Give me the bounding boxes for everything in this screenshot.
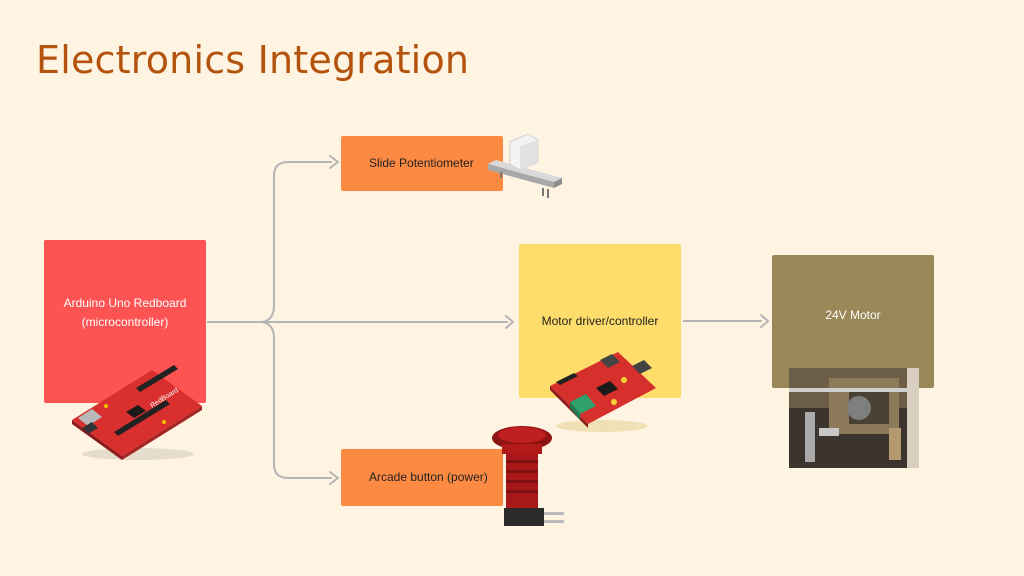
arduino-node: Arduino Uno Redboard (microcontroller) [44, 240, 206, 403]
motor-photo [789, 368, 919, 468]
page-title: Electronics Integration [36, 38, 470, 82]
redboard-photo: RedBoard [72, 365, 202, 460]
slide-potentiometer-photo [488, 133, 562, 198]
arrowhead-driver [505, 315, 514, 329]
slide-potentiometer-node: Slide Potentiometer [341, 136, 503, 191]
motor-driver-photo [550, 352, 656, 432]
connector-branch-up [261, 161, 332, 323]
motor-driver-label: Motor driver/controller [541, 313, 659, 328]
connector-branch-down [261, 321, 332, 479]
arcade-button-node: Arcade button (power) [341, 449, 503, 506]
arcade-button-label: Arcade button (power) [369, 470, 488, 484]
motor-label: 24V Motor [825, 308, 881, 322]
arrowhead-slide [329, 155, 339, 169]
slide-potentiometer-label: Slide Potentiometer [369, 156, 474, 170]
arrowhead-arcade [329, 471, 339, 485]
arrowhead-motor [760, 314, 769, 328]
motor-driver-node: Motor driver/controller [519, 244, 681, 398]
arduino-label: Arduino Uno Redboard (microcontroller) [63, 295, 187, 329]
arcade-button-photo [492, 426, 564, 526]
motor-node: 24V Motor [772, 255, 934, 388]
